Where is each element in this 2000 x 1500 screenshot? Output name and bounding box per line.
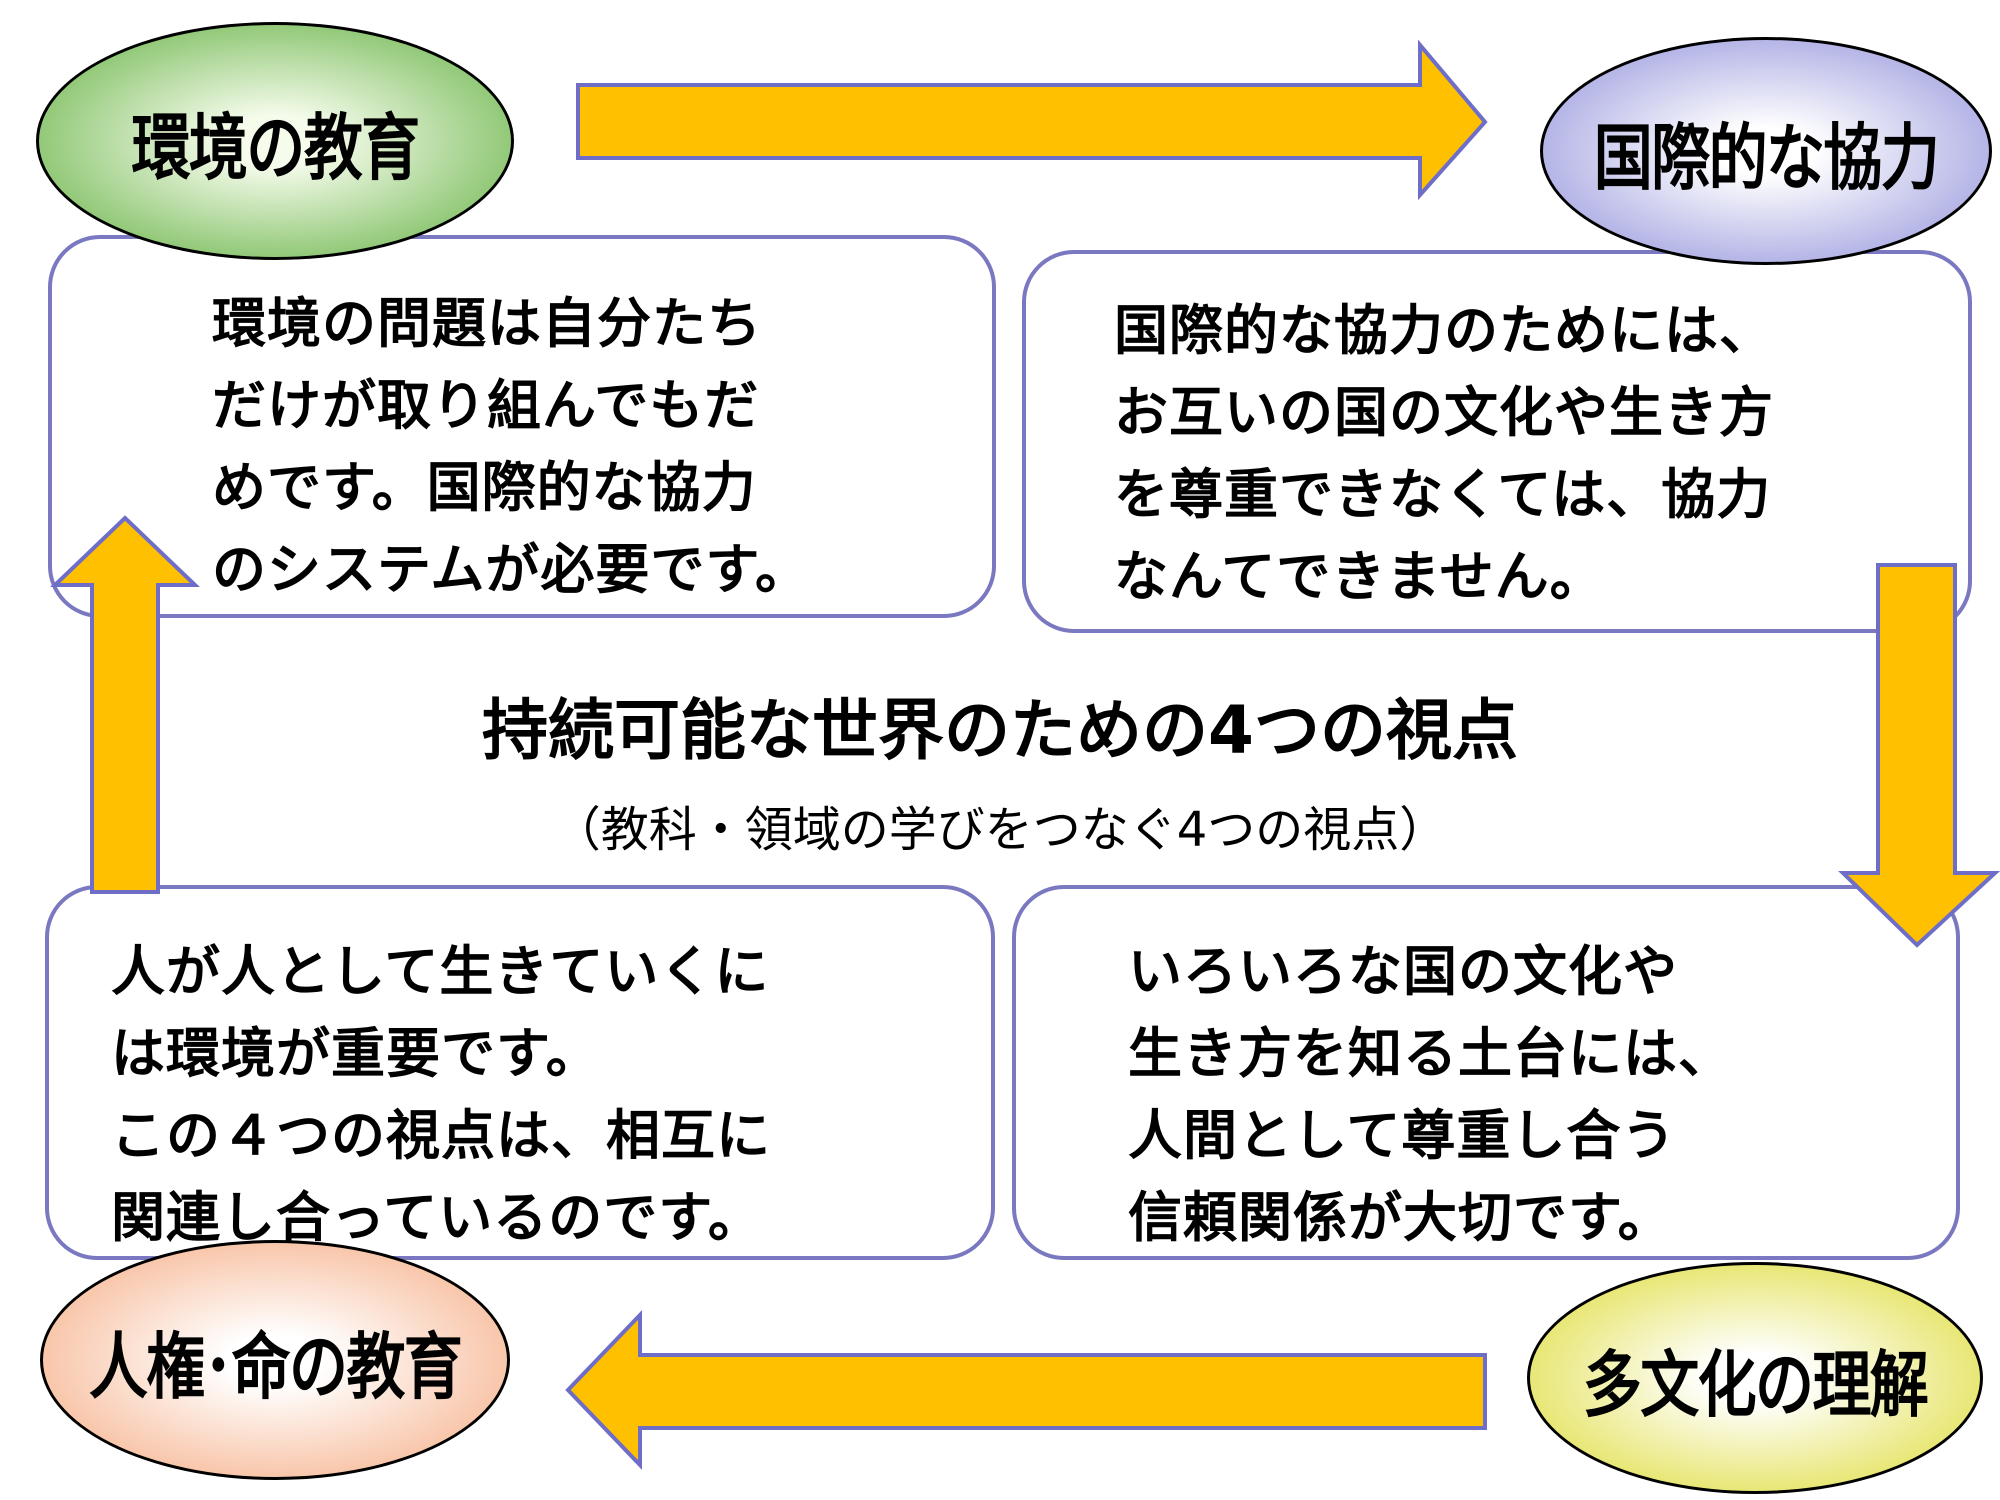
text-line: 信頼関係が大切です。	[1128, 1186, 1673, 1249]
oval-human-rights-education: 人権･命の教育	[40, 1240, 510, 1480]
text-line: いろいろな国の文化や	[1128, 940, 1678, 1003]
text-line: お互いの国の文化や生き方	[1114, 381, 1774, 444]
left-arrow-icon	[565, 1310, 1487, 1470]
panel-top-right-text: 国際的な協力のためには、 お互いの国の文化や生き方 を尊重できなくては、協力 な…	[1114, 290, 1774, 618]
panel-top-left-text: 環境の問題は自分たち だけが取り組んでもだ めです。国際的な協力 のシステムが必…	[212, 283, 810, 611]
text-line: のシステムが必要です。	[212, 538, 810, 601]
oval-multicultural-understanding: 多文化の理解	[1527, 1262, 1983, 1494]
up-arrow-icon	[50, 515, 200, 894]
text-line: 生き方を知る土台には、	[1128, 1022, 1733, 1085]
text-line: 関連し合っているのです。	[111, 1186, 763, 1249]
panel-bottom-right-text: いろいろな国の文化や 生き方を知る土台には、 人間として尊重し合う 信頼関係が大…	[1128, 931, 1733, 1259]
text-line: 国際的な協力のためには、	[1114, 299, 1774, 362]
diagram-title: 持続可能な世界のための4つの視点	[482, 692, 1518, 769]
panel-top-left: 環境の問題は自分たち だけが取り組んでもだ めです。国際的な協力 のシステムが必…	[48, 235, 996, 618]
oval-label: 国際的な協力	[1593, 115, 1940, 200]
text-line: を尊重できなくては、協力	[1114, 463, 1772, 526]
oval-label: 人権･命の教育	[88, 1324, 463, 1409]
text-line: 人が人として生きていくに	[111, 940, 770, 1003]
diagram-subtitle: （教科・領域の学びをつなぐ4つの視点）	[552, 802, 1448, 858]
panel-bottom-left-text: 人が人として生きていくに は環境が重要です。 この４つの視点は、相互に 関連し合…	[111, 931, 771, 1259]
text-line: は環境が重要です。	[111, 1022, 601, 1085]
right-arrow-icon	[576, 39, 1488, 201]
text-line: なんてできません。	[1114, 545, 1605, 608]
text-line: 人間として尊重し合う	[1128, 1104, 1677, 1167]
panel-top-right: 国際的な協力のためには、 お互いの国の文化や生き方 を尊重できなくては、協力 な…	[1022, 250, 1972, 633]
text-line: だけが取り組んでもだ	[212, 374, 760, 437]
panel-bottom-right: いろいろな国の文化や 生き方を知る土台には、 人間として尊重し合う 信頼関係が大…	[1012, 885, 1960, 1260]
oval-international-cooperation: 国際的な協力	[1540, 37, 1992, 265]
panel-bottom-left: 人が人として生きていくに は環境が重要です。 この４つの視点は、相互に 関連し合…	[45, 885, 995, 1260]
oval-label: 多文化の理解	[1582, 1342, 1929, 1427]
oval-environment-education: 環境の教育	[36, 22, 514, 260]
down-arrow-icon	[1838, 563, 2000, 948]
oval-label: 環境の教育	[131, 105, 420, 190]
text-line: この４つの視点は、相互に	[111, 1104, 771, 1167]
text-line: 環境の問題は自分たち	[212, 292, 762, 355]
text-line: めです。国際的な協力	[212, 456, 757, 519]
